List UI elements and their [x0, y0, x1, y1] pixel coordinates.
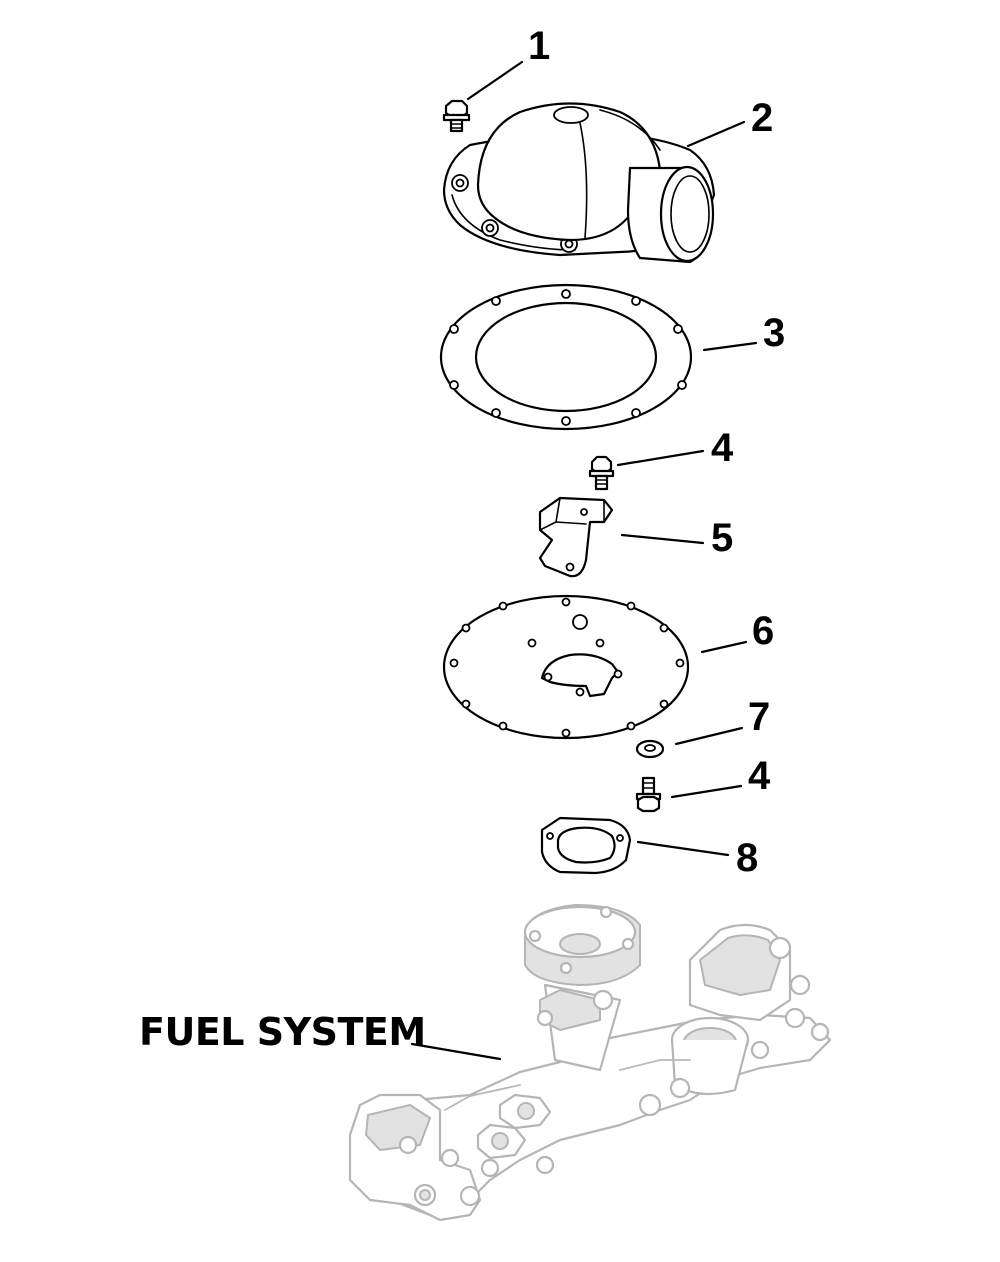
- callout-numbers: 1 2 3 4 5 6 7 4 8: [528, 24, 785, 880]
- callout-1: 1: [528, 24, 550, 68]
- leader-lines: [410, 60, 758, 1061]
- leader-5: [620, 533, 705, 545]
- leader-4b: [670, 784, 743, 799]
- leader-2: [686, 120, 746, 148]
- part-5-bracket[interactable]: [538, 496, 614, 578]
- part-1-bolt[interactable]: [442, 99, 471, 133]
- part-2-housing-cover[interactable]: [442, 102, 716, 264]
- callout-3: 3: [763, 311, 785, 355]
- part-7-washer[interactable]: [635, 739, 665, 759]
- callout-7: 7: [748, 695, 770, 739]
- leader-6: [700, 640, 748, 654]
- part-6-diaphragm-plate[interactable]: [442, 594, 690, 740]
- part-4-bolt-upper[interactable]: [588, 455, 615, 491]
- callout-6: 6: [752, 609, 774, 653]
- leader-fuel-system: [410, 1042, 502, 1061]
- callout-4-upper: 4: [711, 426, 734, 470]
- part-3-gasket[interactable]: [439, 283, 693, 431]
- leader-7: [674, 726, 744, 746]
- leader-1: [466, 60, 524, 101]
- callout-8: 8: [736, 836, 758, 880]
- leader-4a: [616, 449, 705, 467]
- callout-2: 2: [751, 96, 773, 140]
- fuel-system-manifold: [348, 904, 832, 1222]
- callout-5: 5: [711, 516, 733, 560]
- part-8-flange-gasket[interactable]: [540, 816, 632, 875]
- leader-8: [636, 840, 730, 857]
- part-4-bolt-lower[interactable]: [635, 776, 662, 813]
- leader-3: [702, 341, 758, 352]
- fuel-system-label: FUEL SYSTEM: [139, 1010, 426, 1054]
- callout-4-lower: 4: [748, 754, 771, 798]
